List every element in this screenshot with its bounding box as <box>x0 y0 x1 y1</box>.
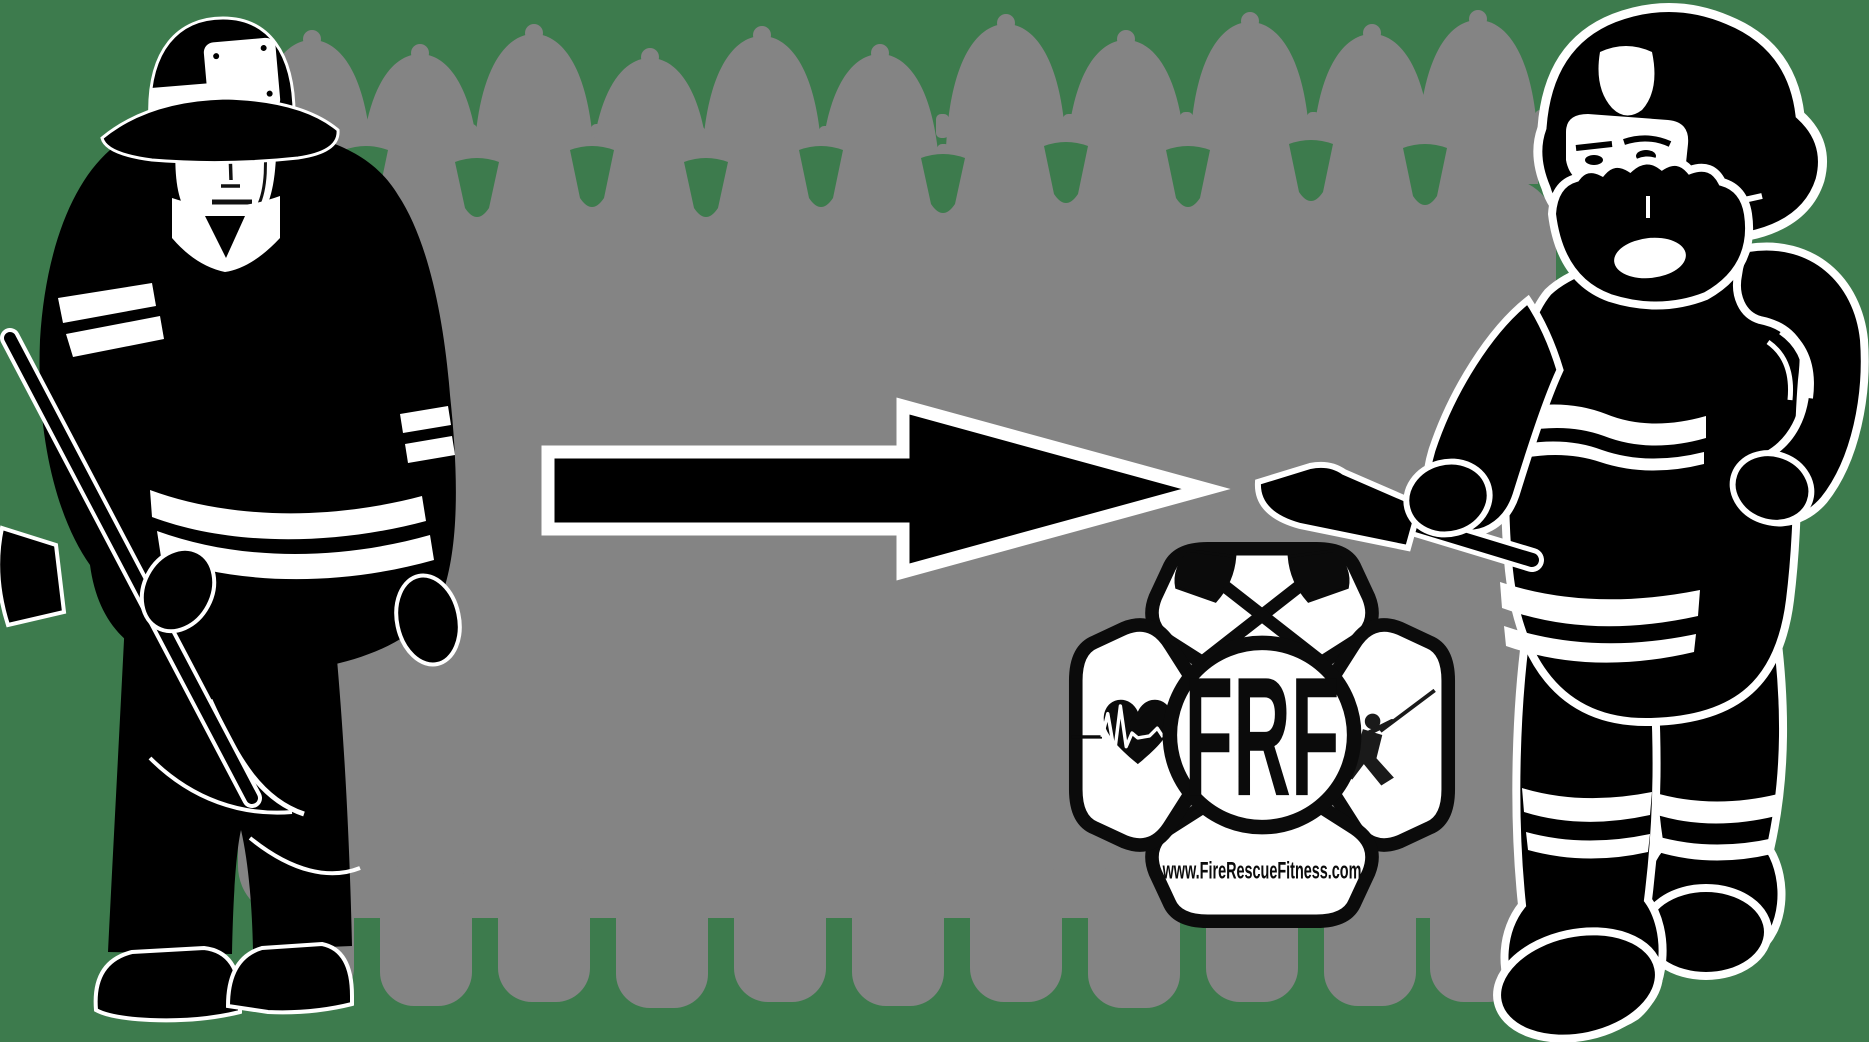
helmet <box>100 16 340 165</box>
badge-website-text: www.FireRescueFitness.com <box>1162 858 1361 885</box>
badge-abbrev-text: FRF <box>1184 641 1339 831</box>
transformation-arrow <box>541 397 1231 581</box>
frf-badge: FRF www.FireRescueFitness.com <box>1068 541 1456 929</box>
crowd-member-legs <box>734 858 826 1002</box>
crowd-member-legs <box>852 862 944 1006</box>
left-fist <box>1403 458 1493 538</box>
helmet-brim <box>100 96 340 165</box>
head <box>1533 3 1827 310</box>
right-arrow-icon <box>541 397 1231 581</box>
coat-stripes <box>1500 404 1706 663</box>
crowd-member-legs <box>616 864 708 1008</box>
turnout-coat <box>39 130 456 675</box>
collar <box>172 196 280 272</box>
trousers <box>108 620 352 954</box>
mask-regulator <box>1614 237 1686 279</box>
sleeve-stripes <box>58 283 455 463</box>
tool-head <box>1254 461 1424 552</box>
crowd-member-legs <box>498 858 590 1002</box>
right-glove <box>394 573 462 667</box>
unfit-firefighter-figure <box>0 16 462 1023</box>
left-boot <box>93 945 242 1023</box>
helmet-shield <box>203 37 281 115</box>
crowd-member-legs <box>970 858 1062 1002</box>
right-arm <box>1729 242 1869 527</box>
badge-center-ring <box>1162 635 1362 835</box>
axe-head <box>0 525 67 628</box>
heart-ekg-icon <box>1071 699 1197 765</box>
crowd-head-gaps <box>344 140 1447 217</box>
fit-firefighter-figure <box>1254 3 1869 1042</box>
pike-pole <box>0 328 262 808</box>
firefighter-spraying-icon <box>1342 688 1436 786</box>
left-glove <box>139 546 217 634</box>
coat-hem-stripes <box>150 490 434 580</box>
hood-mask <box>1547 156 1753 310</box>
right-boot <box>225 941 354 1015</box>
helmet-shield <box>1598 46 1655 116</box>
crowd-member-legs <box>380 862 472 1006</box>
left-arm-and-tool <box>1254 294 1564 572</box>
right-fist <box>1729 450 1815 526</box>
